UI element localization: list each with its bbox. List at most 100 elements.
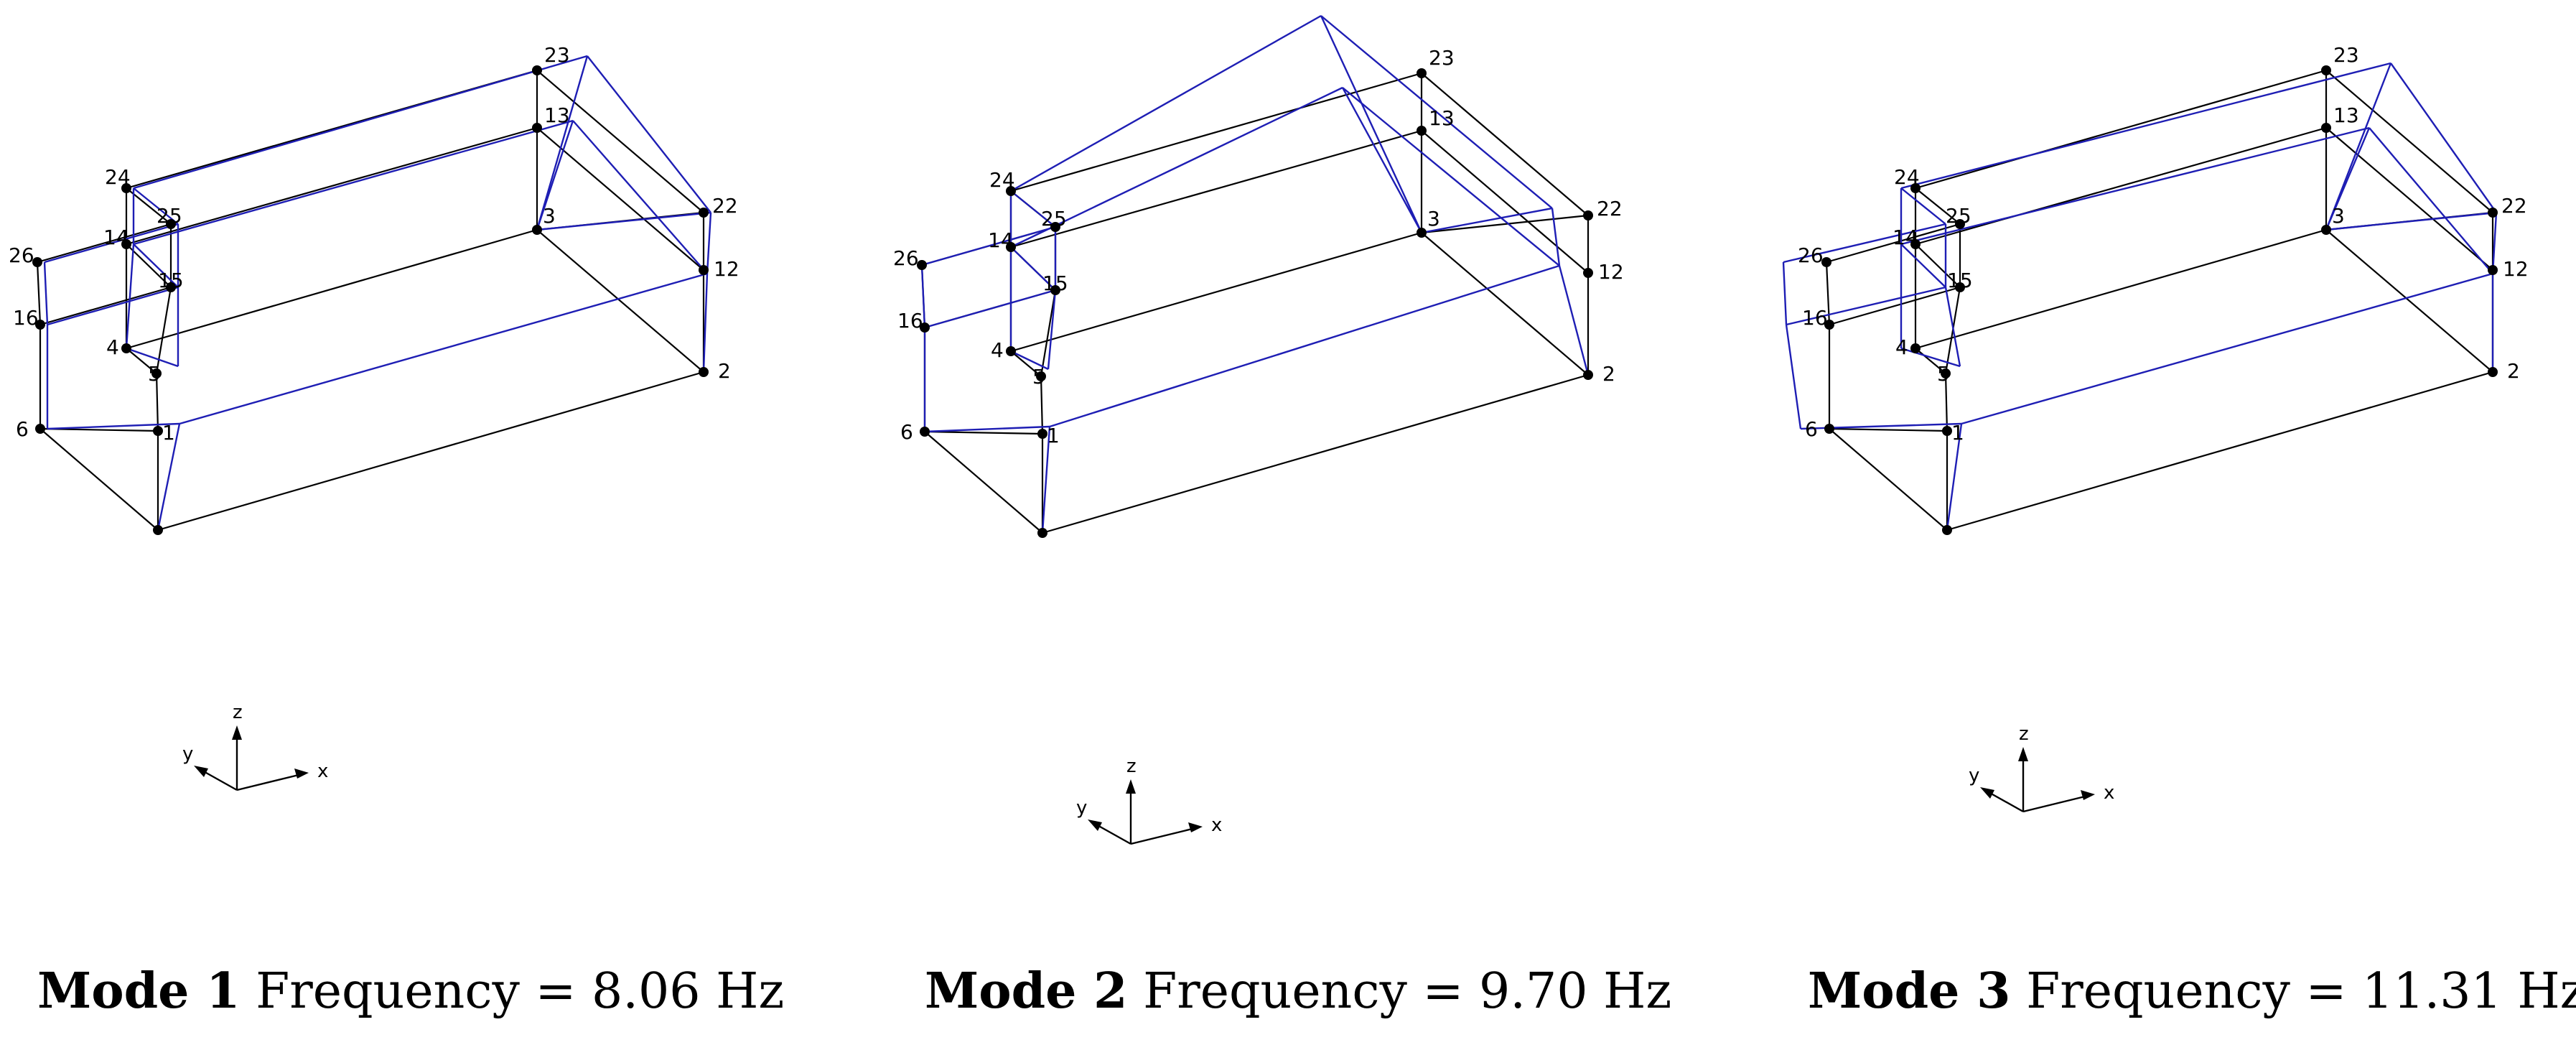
node-label: 5	[1032, 365, 1045, 389]
undeformed-edge	[536, 70, 704, 213]
node-label: 5	[148, 362, 161, 386]
node-marker	[1006, 242, 1016, 252]
node-label: 13	[2333, 103, 2359, 127]
node-label: 14	[1893, 226, 1918, 249]
node-marker	[35, 320, 45, 330]
axis-arrowhead	[1088, 819, 1102, 831]
axis-label-y: y	[1076, 797, 1087, 819]
deformed-edge	[1782, 261, 1788, 325]
deformed-edge	[924, 425, 1050, 433]
mode-label: Mode 1	[37, 962, 241, 1020]
deformed-edge	[126, 347, 179, 368]
undeformed-edge	[2325, 127, 2493, 271]
node-label: 24	[105, 165, 131, 189]
node-label: 5	[1937, 362, 1950, 386]
node-marker	[532, 65, 542, 75]
undeformed-edge	[157, 371, 704, 531]
undeformed-edge	[536, 229, 704, 373]
node-label: 25	[1041, 207, 1067, 231]
deformed-edge	[2390, 62, 2497, 213]
node-label: 23	[1429, 46, 1455, 70]
node-marker	[121, 343, 131, 353]
axis-arrowhead	[232, 725, 242, 740]
mode-label: Mode 2	[925, 962, 1128, 1020]
deformed-edge	[1049, 264, 1560, 428]
node-marker	[1942, 426, 1952, 436]
deformed-edge	[133, 187, 179, 225]
deformed-edge	[1900, 126, 2370, 246]
undeformed-edge	[1915, 126, 2327, 246]
deformed-edge	[1010, 246, 1056, 291]
axis-arrowhead	[2018, 747, 2028, 761]
deformed-edge	[920, 264, 926, 328]
deformed-edge	[47, 422, 180, 430]
undeformed-edge	[924, 430, 1043, 435]
deformed-edge	[133, 55, 588, 190]
axis-arrowhead	[1188, 822, 1203, 832]
deformed-edge	[1421, 207, 1553, 234]
undeformed-edge	[1915, 228, 2327, 350]
node-marker	[1941, 368, 1951, 378]
node-marker	[1583, 370, 1593, 380]
node-marker	[920, 427, 930, 437]
node-marker	[166, 219, 176, 229]
deformed-edge	[1783, 223, 1946, 264]
node-label: 6	[900, 420, 913, 444]
deformed-edge	[1342, 87, 1560, 266]
undeformed-edge	[536, 127, 704, 271]
node-marker	[121, 239, 131, 249]
undeformed-edge	[1915, 243, 1961, 288]
axis-label-z: z	[2019, 723, 2029, 745]
node-label: 16	[897, 309, 923, 333]
undeformed-edge	[37, 223, 172, 264]
undeformed-edge	[39, 428, 159, 531]
node-marker	[2321, 65, 2331, 75]
undeformed-edge	[1421, 73, 1589, 216]
frequency-text: Frequency = 9.70 Hz	[1143, 963, 1672, 1020]
caption-mode-2: Mode 2 Frequency = 9.70 Hz	[925, 962, 1671, 1020]
node-label: 22	[712, 194, 738, 218]
node-label: 14	[988, 228, 1014, 252]
node-marker	[1037, 429, 1047, 439]
node-marker	[1417, 228, 1427, 238]
axis-label-x: x	[317, 761, 328, 782]
node-label: 4	[1895, 335, 1908, 359]
node-marker	[1006, 186, 1016, 196]
node-marker	[532, 123, 542, 133]
undeformed-edge	[36, 261, 42, 325]
deformed-edge	[133, 119, 574, 246]
deformed-edge	[1900, 243, 1946, 288]
node-label: 16	[13, 306, 39, 330]
deformed-edge	[1900, 187, 1946, 225]
undeformed-edge	[1829, 428, 1948, 531]
node-label: 25	[1946, 204, 1971, 228]
deformed-edge	[587, 55, 711, 213]
undeformed-edge	[1946, 371, 2493, 531]
node-marker	[1036, 371, 1046, 381]
node-marker	[2321, 225, 2331, 235]
undeformed-edge	[1010, 129, 1422, 249]
deformed-edge	[2491, 212, 2498, 274]
deformed-edge	[157, 423, 181, 531]
axis-arrowhead	[1126, 779, 1136, 794]
node-label: 1	[162, 421, 175, 445]
node-marker	[1583, 210, 1593, 220]
node-marker	[32, 257, 42, 267]
axis-line	[1130, 827, 1196, 845]
coordinate-axes-icon: zxy	[1076, 756, 1222, 845]
node-label: 1	[1951, 421, 1964, 445]
node-label: 3	[2332, 204, 2345, 228]
deformed-edge	[125, 243, 135, 349]
undeformed-edge	[39, 286, 172, 326]
deformed-edge	[2325, 211, 2497, 231]
node-marker	[699, 208, 709, 218]
node-label: 15	[1947, 269, 1973, 292]
node-label: 1	[1047, 424, 1060, 447]
node-label: 12	[1598, 260, 1624, 284]
undeformed-edge	[1915, 187, 1961, 225]
undeformed-edge	[1826, 223, 1961, 264]
node-label: 4	[991, 338, 1004, 362]
node-marker	[1037, 528, 1047, 538]
